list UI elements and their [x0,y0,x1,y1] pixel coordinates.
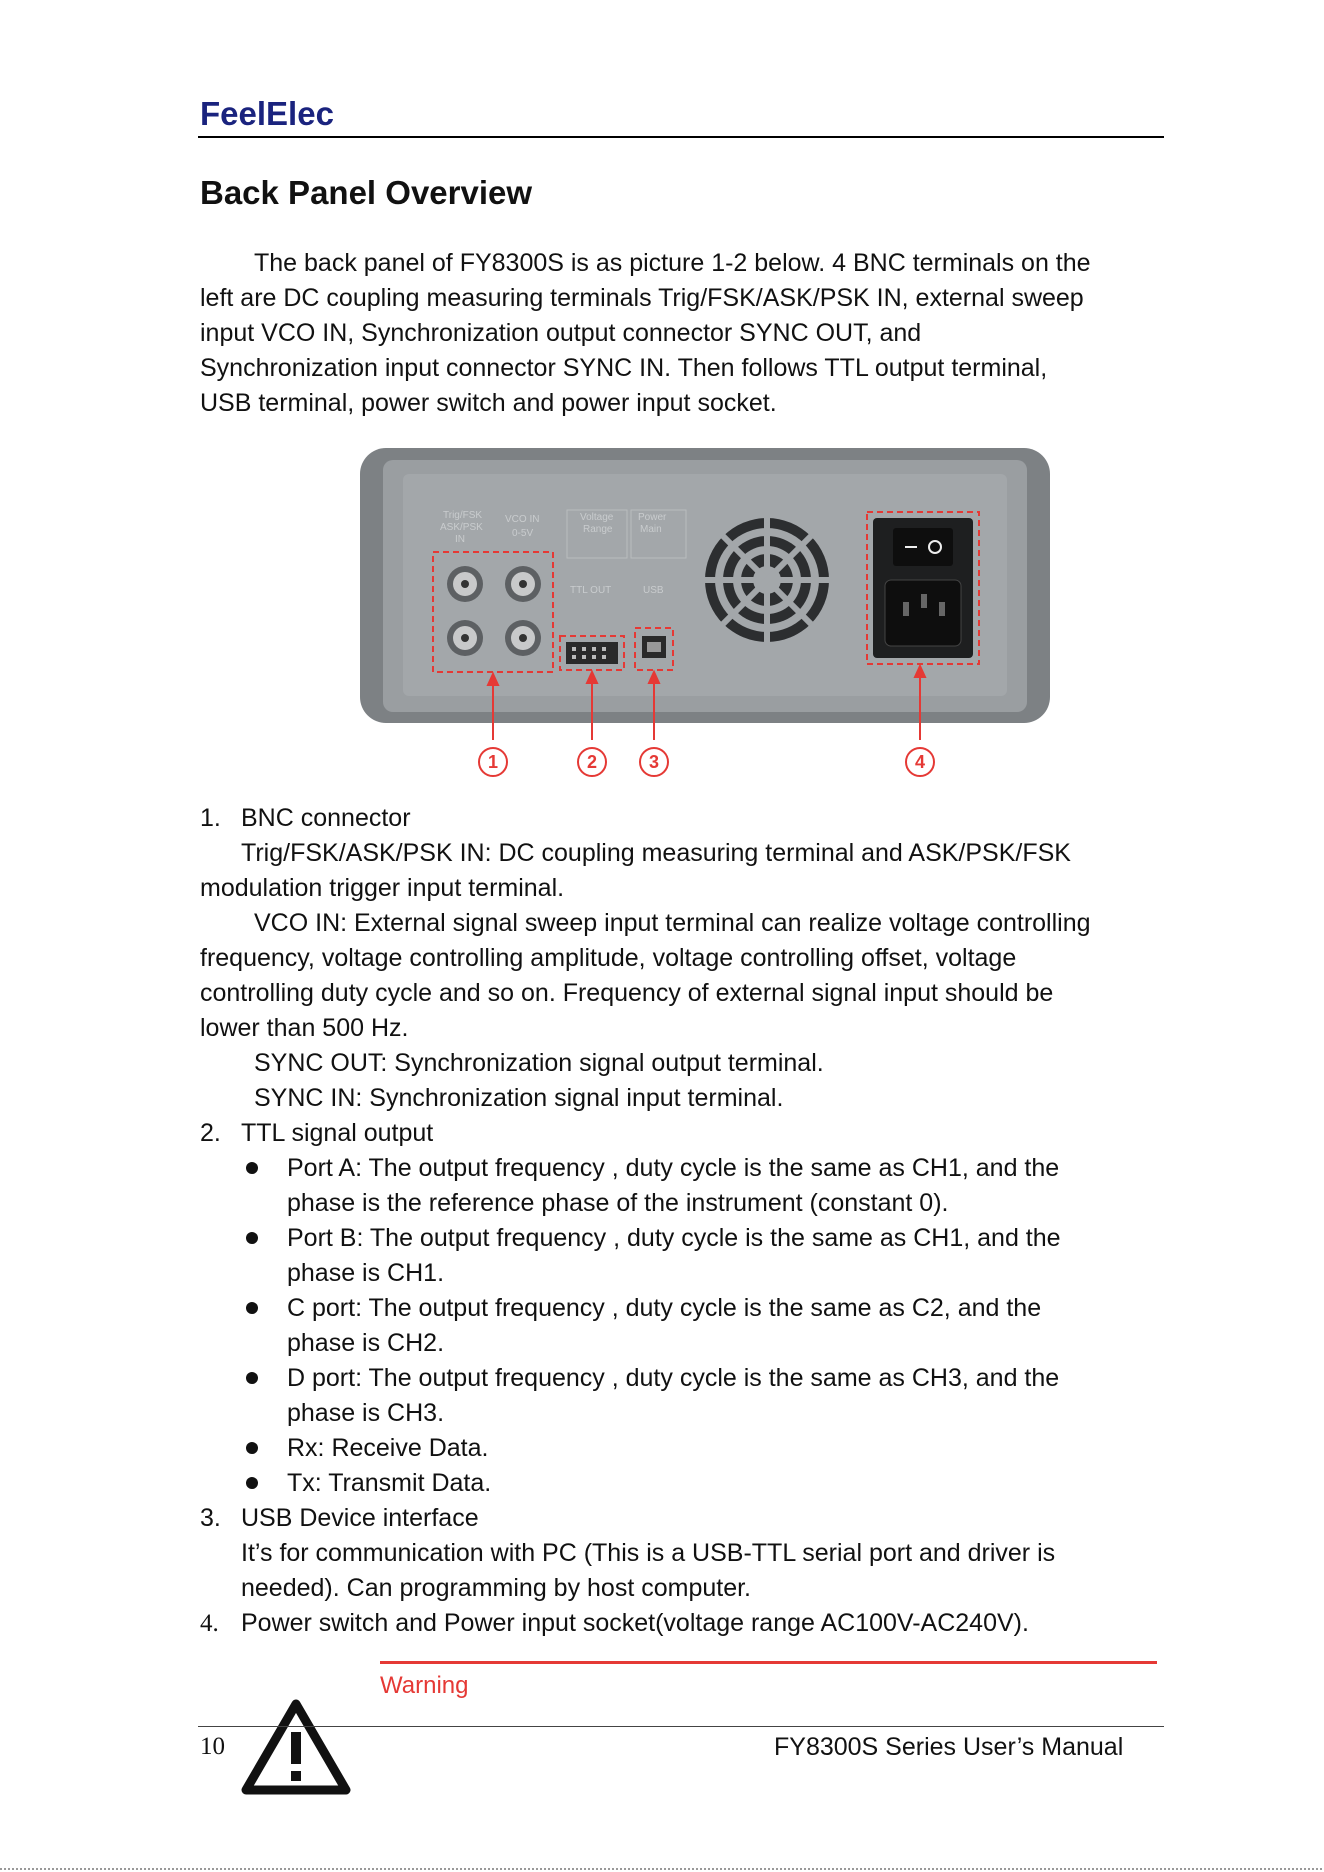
callout-1: 1 [488,752,498,772]
intro-line: Synchronization input connector SYNC IN.… [200,354,1048,382]
bullet-line: phase is the reference phase of the inst… [287,1189,949,1217]
manual-title: FY8300S Series User’s Manual [774,1733,1124,1761]
item-line: SYNC OUT: Synchronization signal output … [254,1049,824,1077]
bullet-line: Tx: Transmit Data. [287,1469,492,1497]
bullet-dot [246,1162,258,1174]
brand-name: FeelElec [200,95,334,132]
svg-text:0-5V: 0-5V [512,528,533,539]
item-line: needed). Can programming by host compute… [241,1574,751,1602]
warning-rule [380,1661,1157,1664]
bullet-line: Rx: Receive Data. [287,1434,489,1462]
item-number: 1. [200,804,221,832]
warning-label: Warning [380,1672,469,1699]
item-line: Trig/FSK/ASK/PSK IN: DC coupling measuri… [241,839,1071,867]
bullet-dot [246,1372,258,1384]
item-line: VCO IN: External signal sweep input term… [254,909,1091,937]
callout-4: 4 [915,752,925,772]
header-rule [198,136,1164,138]
item-line: It’s for communication with PC (This is … [241,1539,1056,1567]
intro-line: left are DC coupling measuring terminals… [200,284,1084,312]
svg-text:Voltage: Voltage [580,512,614,523]
bullet-line: phase is CH2. [287,1329,445,1357]
bullet-dot [246,1477,258,1489]
item-line: modulation trigger input terminal. [200,874,565,902]
intro-line: input VCO IN, Synchronization output con… [200,319,922,347]
svg-text:USB: USB [643,585,664,596]
item-title: Power switch and Power input socket(volt… [241,1609,1029,1637]
intro-line: USB terminal, power switch and power inp… [200,389,777,417]
item-line: frequency, voltage controlling amplitude… [200,944,1017,972]
item-title: USB Device interface [241,1504,479,1532]
svg-text:Trig/FSK: Trig/FSK [443,510,482,521]
section-title: Back Panel Overview [200,174,533,211]
svg-text:Power: Power [638,512,667,523]
bullet-dot [246,1302,258,1314]
bullet-line: phase is CH3. [287,1399,445,1427]
svg-text:VCO IN: VCO IN [505,514,539,525]
bullet-line: D port: The output frequency , duty cycl… [287,1364,1060,1392]
svg-text:ASK/PSK: ASK/PSK [440,522,483,533]
svg-text:Range: Range [583,524,613,535]
warning-icon [240,1698,352,1798]
item-title: BNC connector [241,804,411,832]
item-number: 2. [200,1119,221,1147]
svg-text:Main: Main [640,524,662,535]
bullet-dot [246,1232,258,1244]
bullet-line: phase is CH1. [287,1259,445,1287]
footer-rule [198,1726,1164,1727]
item-title: TTL signal output [241,1119,434,1147]
callout-2: 2 [587,752,597,772]
item-line: controlling duty cycle and so on. Freque… [200,979,1054,1007]
item-line: lower than 500 Hz. [200,1014,409,1042]
item-number: 3. [200,1504,221,1532]
bullet-line: Port B: The output frequency , duty cycl… [287,1224,1061,1252]
item-line: SYNC IN: Synchronization signal input te… [254,1084,784,1112]
item-number: 4. [200,1610,219,1637]
bottom-border [0,1868,1324,1870]
svg-text:IN: IN [455,534,465,545]
bullet-line: Port A: The output frequency , duty cycl… [287,1154,1060,1182]
intro-line: The back panel of FY8300S is as picture … [254,249,1091,277]
callout-3: 3 [649,752,659,772]
bullet-dot [246,1442,258,1454]
page-number: 10 [200,1733,225,1760]
bullet-line: C port: The output frequency , duty cycl… [287,1294,1042,1322]
svg-text:TTL OUT: TTL OUT [570,585,611,596]
